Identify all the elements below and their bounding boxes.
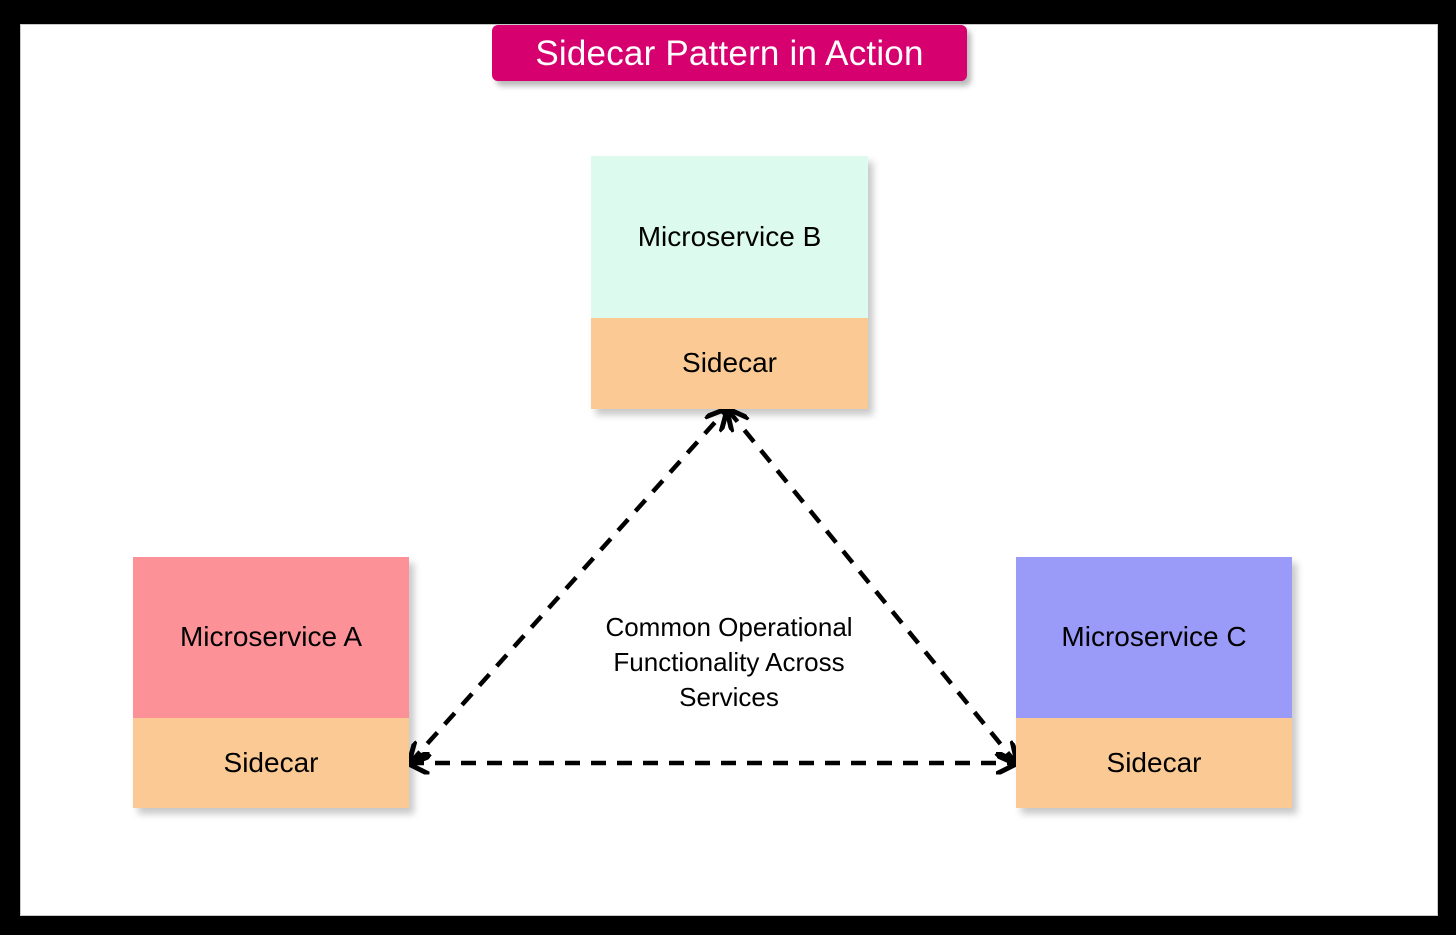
center-caption-line-2: Functionality Across <box>613 647 845 677</box>
microservice-c-sidecar-label: Sidecar <box>1106 746 1202 778</box>
center-caption: Common Operational Functionality Across … <box>529 610 929 715</box>
microservice-a-header: Microservice A <box>133 557 409 718</box>
center-caption-line-3: Services <box>679 682 779 712</box>
diagram-title-banner: Sidecar Pattern in Action <box>492 25 967 81</box>
microservice-a-sidecar-label: Sidecar <box>223 746 319 778</box>
node-microservice-c[interactable]: Microservice C Sidecar <box>1016 557 1292 808</box>
node-microservice-b[interactable]: Microservice B Sidecar <box>591 156 868 409</box>
node-microservice-a[interactable]: Microservice A Sidecar <box>133 557 409 808</box>
page-title: Sidecar Pattern in Action <box>535 33 924 73</box>
microservice-c-label: Microservice C <box>1061 621 1247 653</box>
diagram-canvas: Sidecar Pattern in Action B sidecar apex… <box>21 25 1437 915</box>
microservice-b-sidecar-label: Sidecar <box>682 347 777 379</box>
microservice-b-header: Microservice B <box>591 156 868 318</box>
microservice-b-label: Microservice B <box>637 220 822 252</box>
microservice-a-sidecar: Sidecar <box>133 718 409 808</box>
microservice-c-header: Microservice C <box>1016 557 1292 718</box>
microservice-a-label: Microservice A <box>179 621 363 653</box>
microservice-c-sidecar: Sidecar <box>1016 718 1292 808</box>
center-caption-line-1: Common Operational <box>605 612 853 642</box>
microservice-b-sidecar: Sidecar <box>591 318 868 409</box>
